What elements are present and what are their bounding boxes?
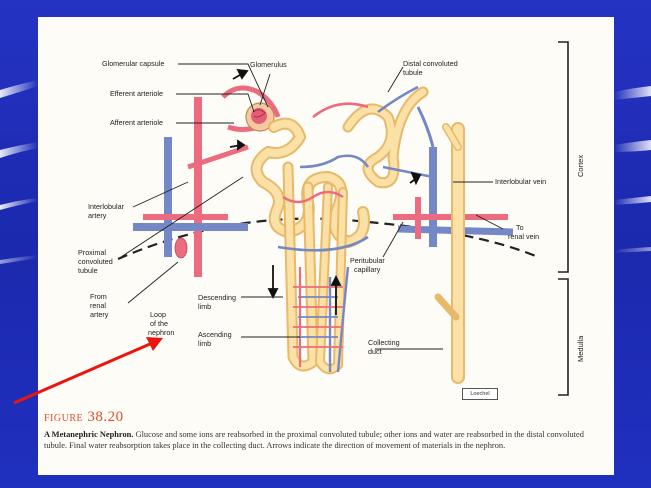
label-interlobular-artery-2: artery <box>88 211 107 220</box>
cortex-label: Cortex <box>576 155 585 177</box>
label-loop-3: nephron <box>148 328 174 337</box>
label-collecting-2: duct <box>368 347 382 356</box>
figure-number-value: 38.20 <box>87 409 123 425</box>
label-renal-artery-2: renal <box>90 301 106 310</box>
label-afferent-arteriole: Afferent arteriole <box>110 118 163 127</box>
label-loop-2: of the <box>150 319 168 328</box>
label-proximal-3: tubule <box>78 266 98 275</box>
tubule-system <box>257 92 458 377</box>
label-ascending-2: limb <box>198 339 211 348</box>
label-interlobular-artery-1: Interlobular <box>88 202 125 211</box>
label-peritubular-2: capillary <box>354 265 381 274</box>
label-renal-artery-3: artery <box>90 310 109 319</box>
label-ascending-1: Ascending <box>198 330 232 339</box>
figure-number: Figure 38.20 <box>44 409 124 426</box>
figure-caption: A Metanephric Nephron. Glucose and some … <box>44 430 606 451</box>
label-collecting-1: Collecting <box>368 338 400 347</box>
label-descending-1: Descending <box>198 293 236 302</box>
label-renal-vein-1: To <box>516 223 524 232</box>
cortex-bracket <box>558 42 568 272</box>
illustrator-credit: Loechel <box>462 388 498 400</box>
caption-title: A Metanephric Nephron. <box>44 430 133 439</box>
label-glomerulus: Glomerulus <box>250 60 287 69</box>
label-loop-1: Loop <box>150 310 166 319</box>
figure-panel: Cortex Medulla <box>38 17 614 475</box>
label-distal-tubule-1: Distal convoluted <box>403 59 458 68</box>
label-glomerular-capsule: Glomerular capsule <box>102 59 164 68</box>
label-descending-2: limb <box>198 302 211 311</box>
label-efferent-arteriole: Efferent arteriole <box>110 89 163 98</box>
figure-number-prefix: Figure <box>44 413 83 424</box>
label-renal-artery-1: From <box>90 292 107 301</box>
label-distal-tubule-2: tubule <box>403 68 423 77</box>
label-renal-vein-2: renal vein <box>508 232 539 241</box>
nephron-diagram: Cortex Medulla <box>38 17 614 397</box>
medulla-label: Medulla <box>576 335 585 362</box>
label-interlobular-vein: Interlobular vein <box>495 177 546 186</box>
label-proximal-2: convoluted <box>78 257 113 266</box>
label-peritubular-1: Peritubular <box>350 256 385 265</box>
label-proximal-1: Proximal <box>78 248 106 257</box>
medulla-bracket <box>558 279 568 395</box>
